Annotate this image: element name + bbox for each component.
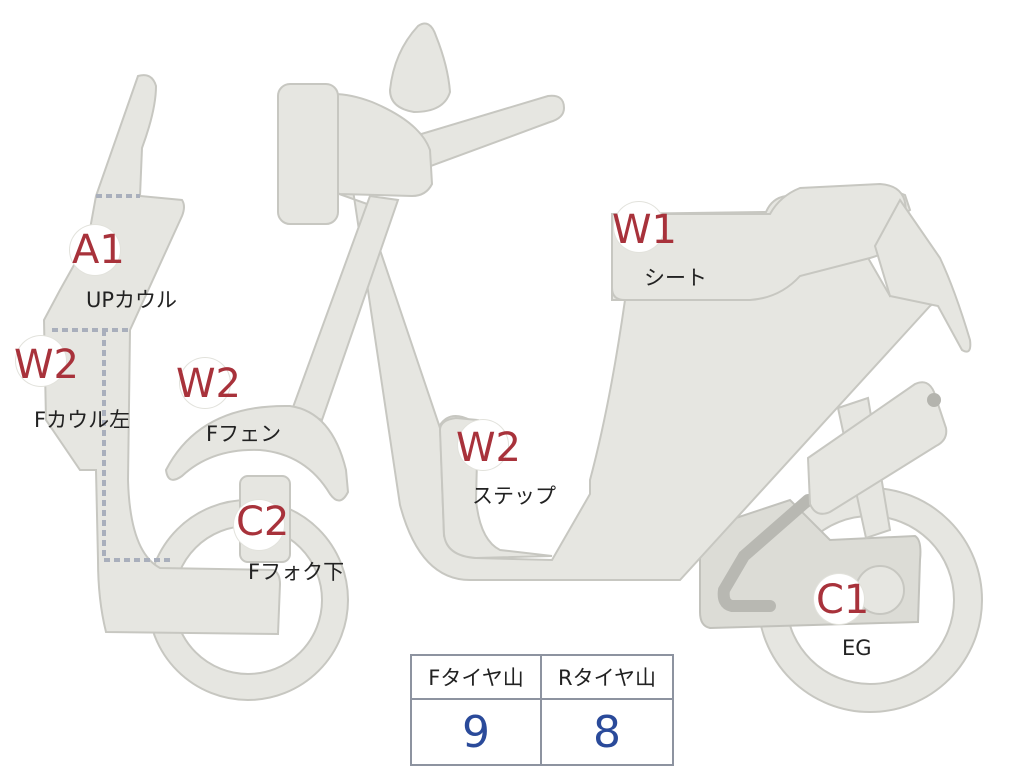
front-fork — [290, 194, 400, 422]
label-f-cowl-left: Fカウル左 — [34, 408, 131, 432]
grade-f-fork-lower: C2 — [236, 499, 290, 545]
badge-f-fender — [180, 358, 230, 408]
grade-step: W2 — [456, 425, 521, 471]
rear-rack — [806, 381, 948, 515]
badge-seat — [614, 202, 664, 252]
grade-engine: C1 — [816, 577, 870, 623]
label-step: ステップ — [472, 484, 556, 508]
exhaust-pipe — [717, 494, 814, 612]
grade-f-fender: W2 — [176, 361, 241, 407]
badge-f-cowl-left — [16, 336, 66, 386]
value-front-tyre: 9 — [412, 700, 542, 764]
badge-engine — [814, 574, 864, 624]
front-fender — [164, 404, 350, 502]
badge-f-fork-lower — [234, 500, 284, 550]
rack-bolt — [927, 393, 941, 407]
label-engine: EG — [842, 636, 872, 660]
header-rear-tyre: Rタイヤ山 — [542, 656, 672, 700]
badge-up-cowl — [70, 225, 120, 275]
tyre-tread-table: Fタイヤ山 Rタイヤ山 9 8 — [410, 654, 674, 766]
grade-f-cowl-left: W2 — [14, 342, 79, 388]
label-seat: シート — [644, 266, 707, 290]
grade-up-cowl: A1 — [72, 227, 125, 273]
label-f-fork-lower: Fフォク下 — [248, 560, 345, 584]
badge-step — [458, 420, 508, 470]
mirror — [388, 22, 452, 114]
label-f-fender: Fフェン — [206, 422, 282, 446]
grade-seat: W1 — [612, 207, 677, 253]
label-up-cowl: UPカウル — [86, 288, 178, 312]
header-front-tyre: Fタイヤ山 — [412, 656, 542, 700]
value-rear-tyre: 8 — [593, 706, 621, 758]
tail-cowl — [873, 198, 972, 353]
handlebar — [406, 94, 566, 172]
headlamp — [277, 83, 339, 225]
